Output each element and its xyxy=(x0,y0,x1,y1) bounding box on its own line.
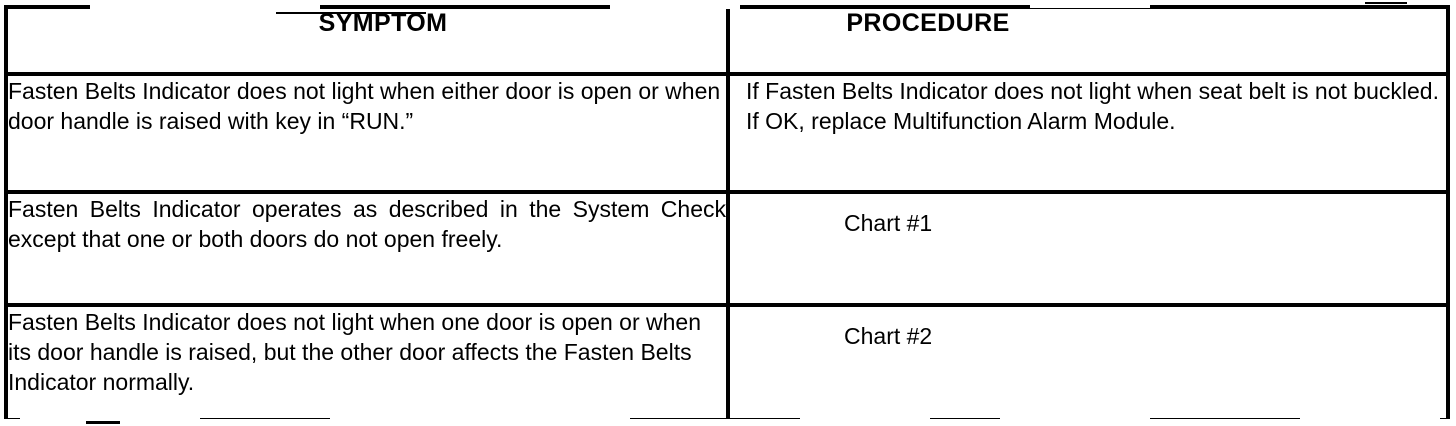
symptom-text: Fasten Belts Indicator does not light wh… xyxy=(8,309,701,395)
symptom-text: Fasten Belts Indicator does not light wh… xyxy=(8,78,721,134)
procedure-text: Chart #2 xyxy=(844,323,933,349)
table-header-row: SYMPTOM PROCEDURE xyxy=(8,9,1446,76)
cell-symptom: Fasten Belts Indicator does not light wh… xyxy=(8,74,730,194)
table-row: Fasten Belts Indicator operates as descr… xyxy=(8,192,1446,307)
table-row: Fasten Belts Indicator does not light wh… xyxy=(8,305,1446,418)
troubleshooting-table: SYMPTOM PROCEDURE Fasten Belts Indicator… xyxy=(8,9,1446,418)
procedure-text: If Fasten Belts Indicator does not light… xyxy=(746,78,1439,134)
procedure-text: Chart #1 xyxy=(844,210,933,236)
column-header-symptom-label: SYMPTOM xyxy=(318,9,448,37)
cell-symptom: Fasten Belts Indicator does not light wh… xyxy=(8,305,730,418)
table-row: Fasten Belts Indicator does not light wh… xyxy=(8,74,1446,194)
table-header: SYMPTOM PROCEDURE xyxy=(8,9,1446,76)
scan-artifact xyxy=(1365,2,1407,4)
column-header-symptom: SYMPTOM xyxy=(8,9,730,76)
cell-procedure: If Fasten Belts Indicator does not light… xyxy=(728,74,1446,194)
symptom-text: Fasten Belts Indicator operates as descr… xyxy=(8,196,726,252)
column-header-procedure: PROCEDURE xyxy=(728,9,1446,76)
table-body: Fasten Belts Indicator does not light wh… xyxy=(8,74,1446,418)
scan-artifact xyxy=(86,421,120,424)
cell-procedure: Chart #1 xyxy=(728,192,1446,307)
troubleshooting-table-container: SYMPTOM PROCEDURE Fasten Belts Indicator… xyxy=(4,5,1450,419)
cell-procedure: Chart #2 xyxy=(728,305,1446,418)
column-header-procedure-label: PROCEDURE xyxy=(846,9,1010,37)
cell-symptom: Fasten Belts Indicator operates as descr… xyxy=(8,192,730,307)
